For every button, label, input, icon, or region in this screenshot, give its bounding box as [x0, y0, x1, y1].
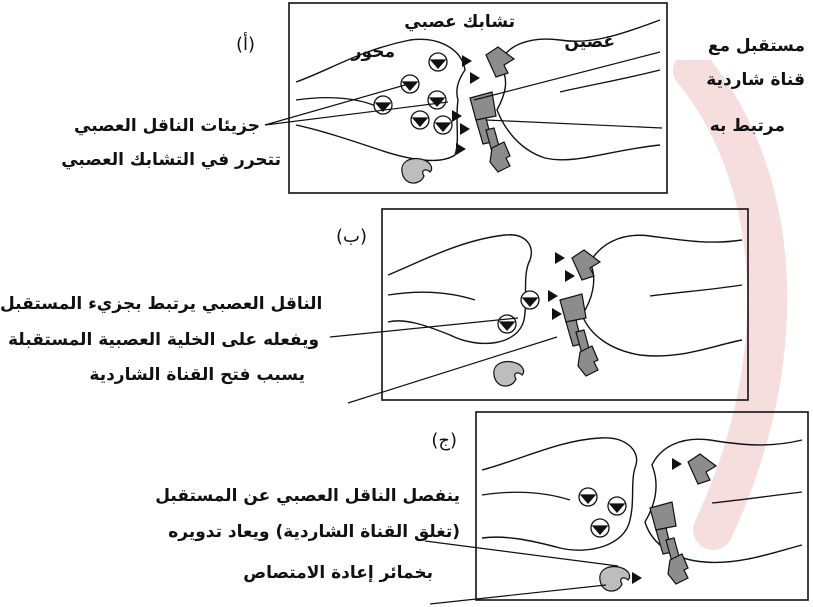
panel-a-frame [288, 2, 668, 194]
dendrite-outline [496, 19, 661, 161]
synapse-label: تشابك عصبي [404, 12, 515, 32]
panel-c-frame [475, 411, 809, 601]
dendrite-label: غصين [564, 32, 615, 52]
receptors [469, 46, 516, 173]
panel-c-tag: (ج) [431, 430, 457, 451]
reuptake-enzyme-b [493, 360, 525, 387]
panel-b-line1: الناقل العصبي يرتبط بجزيء المستقبل [0, 294, 323, 314]
watermark [673, 60, 788, 550]
panel-c-line1: ينفصل الناقل العصبي عن المستقبل [155, 486, 460, 506]
panel-b-line3: يسبب فتح القناة الشاردية [89, 365, 305, 385]
reuptake-enzyme-c [599, 565, 631, 592]
receptor-label-line1: مستقبل مع [707, 36, 805, 56]
panel-b-line2: ويفعله على الخلية العصبية المستقبلة [8, 330, 320, 350]
receptor-label-line2: قناة شاردية [706, 70, 805, 90]
released-into-synapse-label: تتحرر في التشابك العصبي [61, 150, 281, 170]
panel-c-line2: (تغلق القناة الشاردية) ويعاد تدويره [168, 522, 460, 542]
panel-c-line3: بخمائر إعادة الامتصاص [243, 563, 433, 583]
neurotransmitter-molecules-b [548, 252, 575, 320]
axon-outline [295, 38, 466, 162]
axon-label: محور [351, 42, 395, 62]
neurotransmitter-molecules [452, 55, 480, 155]
reuptake-enzyme-a [401, 157, 433, 184]
panel-b-tag: (ب) [336, 226, 367, 247]
panel-a-tag: (أ) [235, 34, 255, 55]
panel-b-frame [381, 208, 749, 401]
neurotransmitter-molecules-label: جزيئات الناقل العصبي [74, 116, 260, 136]
receptor-label-line3: مرتبط به [709, 116, 785, 136]
